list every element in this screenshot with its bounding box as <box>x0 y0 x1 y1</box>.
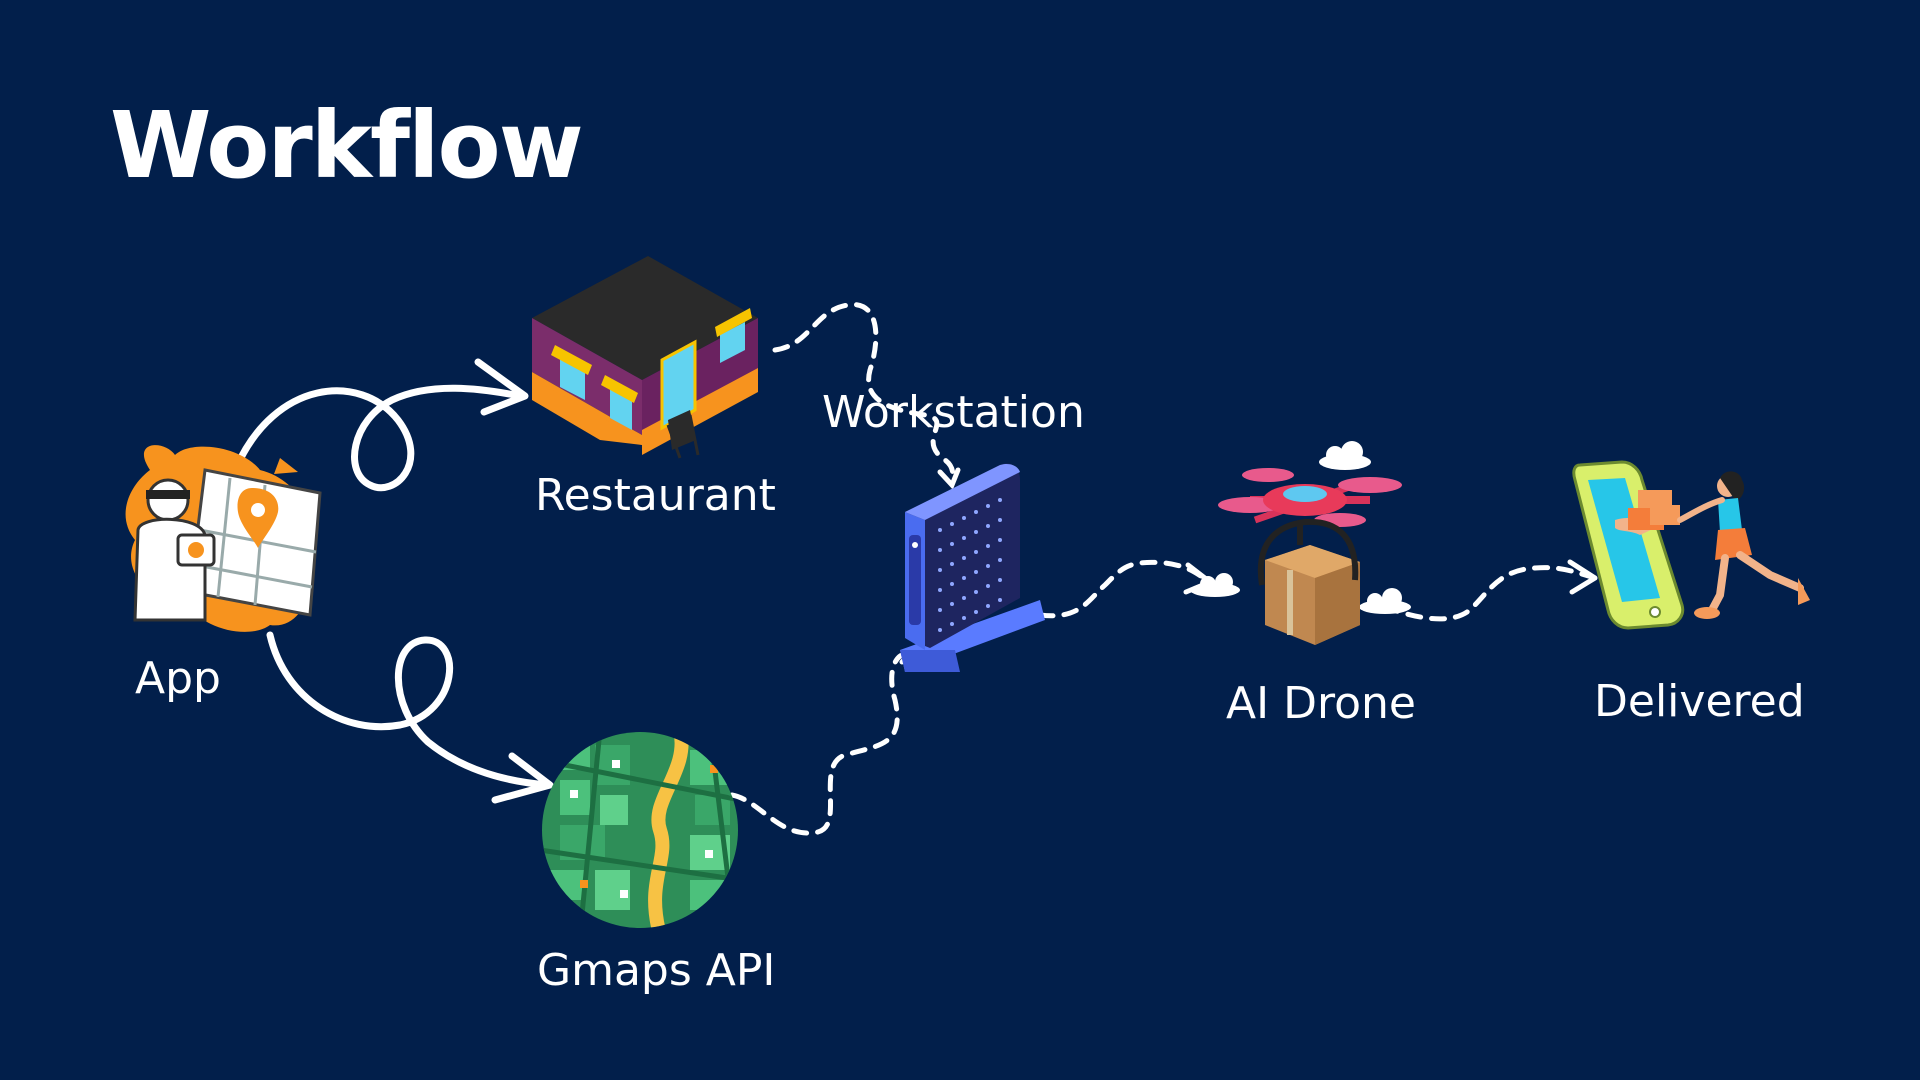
delivery-drone-icon <box>1190 441 1411 645</box>
phone-handoff-icon <box>1572 460 1810 630</box>
node-label-restaurant: Restaurant <box>535 470 776 521</box>
slide-title: Workflow <box>110 92 584 199</box>
connector-restaurant-to-workstation <box>772 302 961 490</box>
restaurant-building-icon <box>532 256 758 459</box>
cloud-icon <box>1190 441 1411 614</box>
node-label-app: App <box>135 653 221 704</box>
connector-gmaps-to-workstation <box>729 647 919 836</box>
connector-app-to-gmaps <box>266 631 554 804</box>
server-tower-icon <box>900 463 1045 672</box>
connector-workstation-to-drone <box>1037 559 1213 619</box>
connector-drone-to-delivered <box>1382 559 1598 622</box>
node-label-ai-drone: AI Drone <box>1226 678 1416 729</box>
connector-app-to-restaurant <box>232 358 529 492</box>
delivery-person-with-map-icon <box>125 445 322 632</box>
node-label-gmaps-api: Gmaps API <box>537 945 776 996</box>
city-map-globe-icon <box>542 732 738 928</box>
node-label-delivered: Delivered <box>1594 676 1805 727</box>
node-label-workstation: Workstation <box>822 387 1085 438</box>
